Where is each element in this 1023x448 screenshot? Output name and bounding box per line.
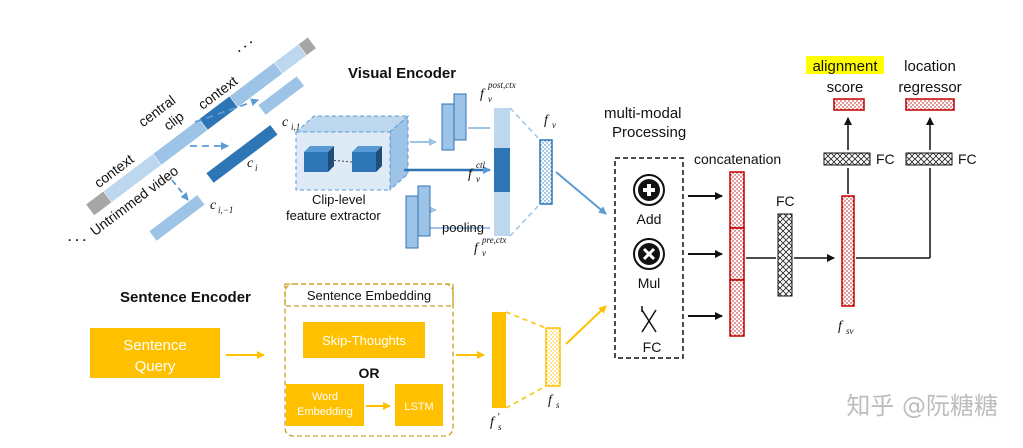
location-regressor-output [905,98,955,111]
multimodal-title-1: multi-modal [604,105,682,122]
f-post-sub: v [488,94,492,104]
arrow-fv-to-multimodal [555,171,607,215]
f-s-prime-mark: ′ [497,411,500,423]
fc-op-label: FC [643,339,662,355]
fc-left-layer [823,152,871,166]
word-embedding-box [286,384,364,426]
multimodal-box [614,157,684,359]
alignment-label: alignment [812,58,878,75]
fc-mid-label: FC [776,193,795,209]
f-s-prime-sub: s [498,422,502,432]
f-s-prime-label: f [490,415,496,430]
ellipsis-top: · · · [234,35,257,57]
c-im1-sub: i,−1 [218,205,233,215]
f-s-feature [545,327,561,387]
ellipsis-bottom: · · · [68,233,87,247]
sentence-query-line1: Sentence [123,337,186,354]
f-pre-sup: pre,ctx [481,235,506,245]
watermark: 知乎 @阮糖糖 [846,392,998,420]
mul-label: Mul [638,275,661,291]
word-embedding-line2: Embedding [297,406,353,418]
pooling-label: pooling [442,220,484,235]
clip-c-i [206,125,278,183]
fc-mid-layer [777,213,793,297]
pre-ctx-feature-stack [405,185,431,249]
alignment-score-output [833,98,865,111]
f-s-label: f [548,393,554,408]
f-post-label: f [480,87,486,102]
f-s-prime-feature [492,312,506,408]
f-ctl-sub: v [476,174,480,184]
visual-concat-feature [494,108,510,236]
skip-thoughts-box [303,322,425,358]
location-label: location [904,58,956,75]
clip-c-im1 [149,195,205,241]
f-ctl-label: f [468,167,474,182]
word-embedding-line1: Word [312,391,338,403]
lstm-box [395,384,443,426]
f-pre-sub: v [482,248,486,258]
trapezoid-bottom-s [505,385,547,409]
extractor-label-1: Clip-level [312,192,366,207]
f-v-label: f [544,113,550,128]
alignment-highlight [806,56,884,74]
sentence-embedding-title: Sentence Embedding [307,288,431,303]
c-i1-sub: i,1 [291,122,300,132]
regressor-label: regressor [898,79,961,96]
add-icon [633,174,665,206]
mul-icon [633,238,665,270]
trapezoid-bottom-v [509,203,541,237]
or-label: OR [359,365,380,381]
trapezoid-top-s [505,311,547,329]
add-label: Add [637,211,662,227]
concatenation-label: concatenation [694,151,781,167]
fc-right-layer [905,152,953,166]
skip-thoughts-label: Skip-Thoughts [322,333,406,348]
f-sv-sub: sv [846,326,854,336]
clip-c-i1 [258,76,304,115]
f-sv-feature [841,195,855,307]
extractor-label-2: feature extractor [286,208,381,223]
trapezoid-top-v [509,107,541,141]
feature-extractor-box [294,114,410,192]
multimodal-title-2: Processing [612,124,686,141]
sentence-query-line2: Query [135,358,176,375]
f-ctl-sup: ctl [476,160,485,170]
f-s-sub: s [556,400,560,410]
f-pre-label: f [474,241,480,256]
dashed-arrow-to-c-im1 [171,179,189,201]
sentence-query-box [90,328,220,378]
concatenated-feature [729,171,745,337]
f-v-sub: v [552,120,556,130]
c-i1-label: c [282,115,289,130]
score-label: score [827,79,864,96]
lstm-label: LSTM [404,401,433,413]
fc-left-label: FC [876,151,895,167]
c-i-sub: i [255,163,258,173]
visual-encoder-title: Visual Encoder [348,65,456,82]
sentence-embedding-header [284,283,454,307]
fc-cross-icon [641,306,657,333]
f-sv-label: f [838,319,844,334]
f-v-feature [539,139,553,205]
f-post-sup: post,ctx [487,80,516,90]
fc-right-label: FC [958,151,977,167]
post-ctx-feature-stack [441,93,467,151]
c-i-label: c [247,156,254,171]
c-im1-label: c [210,198,217,213]
sentence-encoder-title: Sentence Encoder [120,289,251,306]
arrow-fs-to-multimodal [565,305,607,345]
